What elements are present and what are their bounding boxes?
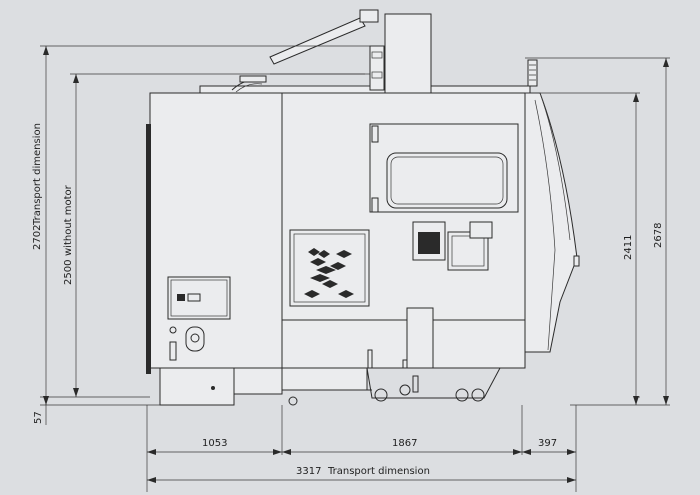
middle-base — [281, 367, 368, 391]
dim-label-57: 57 — [33, 411, 44, 424]
vent-pattern — [304, 248, 354, 298]
dim-label-397: 397 — [538, 438, 557, 449]
chip-chute — [406, 307, 434, 369]
dim-label-1867: 1867 — [392, 438, 417, 449]
middle-lower-panel — [281, 319, 408, 369]
wheel-2 — [399, 384, 411, 396]
door-light-stack — [527, 59, 538, 87]
indicator-light — [169, 326, 177, 334]
spindle-column — [384, 13, 432, 94]
dim-label-2702-text: Transport dimension — [32, 123, 43, 226]
left-base — [159, 367, 235, 406]
window-frame — [369, 123, 519, 213]
left-cabinet — [149, 92, 283, 369]
wheel-1 — [374, 388, 388, 402]
dim-label-3317-text: Transport dimension — [327, 466, 430, 477]
dim-label-2411: 2411 — [623, 235, 634, 260]
door-hinge-bottom — [371, 197, 379, 213]
top-header-strip — [199, 85, 531, 94]
tool-arm — [269, 17, 366, 65]
machine-outline — [146, 9, 580, 406]
chip-conveyor-base — [366, 367, 501, 399]
door-hinge-top — [371, 125, 379, 143]
dim-label-2500-text: without motor — [63, 184, 74, 256]
left-base-step — [233, 367, 283, 395]
dimension-lines: 2702 Transport dimension 2500 without mo… — [32, 45, 670, 492]
dim-label-2500: 2500 — [63, 260, 74, 285]
curved-door — [524, 92, 578, 353]
foot-1 — [288, 396, 298, 406]
viewing-window — [386, 152, 508, 209]
cabinet-hinge-strip — [146, 124, 151, 374]
dim-label-1053: 1053 — [202, 438, 227, 449]
dim-label-3317: 3317 — [296, 466, 321, 477]
dim-label-2678: 2678 — [653, 223, 664, 248]
wheel-3 — [455, 388, 469, 402]
wheel-4 — [471, 388, 485, 402]
right-lower-panel — [432, 319, 526, 369]
main-switch — [185, 326, 205, 352]
dim-label-2702: 2702 — [32, 225, 43, 250]
